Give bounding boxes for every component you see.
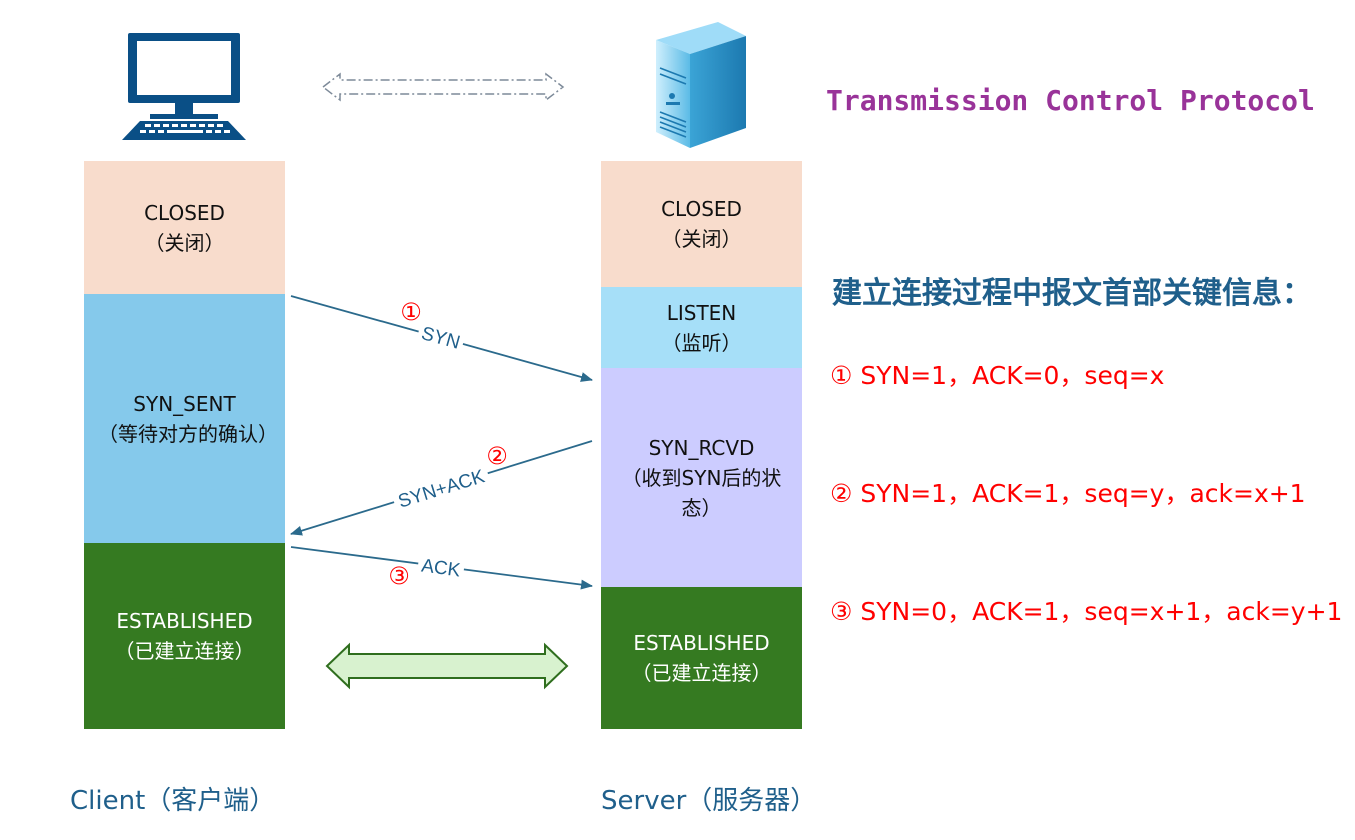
server-listen-desc: （监听） <box>661 330 742 355</box>
syn-ack-step-number: ② <box>486 442 508 470</box>
desktop-computer-icon <box>122 33 246 140</box>
key-info-text-1: SYN=1，ACK=0，seq=x <box>860 361 1165 390</box>
client-established-name: ESTABLISHED <box>116 609 253 633</box>
connection-link-arrow <box>321 72 565 102</box>
key-info-line-3: ③ SYN=0，ACK=1，seq=x+1，ack=y+1 <box>830 592 1342 628</box>
page-title: Transmission Control Protocol <box>826 84 1315 117</box>
server-state-syn-rcvd: SYN_RCVD （收到SYN后的状态） <box>601 368 802 587</box>
client-syn-sent-desc: （等待对方的确认） <box>98 421 278 446</box>
server-closed-name: CLOSED <box>661 197 742 221</box>
server-listen-name: LISTEN <box>666 300 737 325</box>
client-state-syn-sent: SYN_SENT （等待对方的确认） <box>84 294 285 543</box>
key-info-heading: 建立连接过程中报文首部关键信息： <box>832 276 1312 311</box>
client-state-established: ESTABLISHED （已建立连接） <box>84 543 285 729</box>
client-closed-name: CLOSED <box>144 200 225 225</box>
key-info-text-2: SYN=1，ACK=1，seq=y，ack=x+1 <box>860 479 1306 508</box>
client-established-desc: （已建立连接） <box>114 639 255 663</box>
ack-step-number: ③ <box>388 562 410 590</box>
server-established-desc: （已建立连接） <box>631 661 772 685</box>
server-syn-rcvd-desc: （收到SYN后的状态） <box>621 465 782 520</box>
key-info-line-1: ① SYN=1，ACK=0，seq=x <box>830 356 1164 392</box>
key-info-step-1: ① <box>830 361 853 390</box>
client-closed-desc: （关闭） <box>144 230 225 255</box>
client-caption: Client（客户端） <box>70 786 276 816</box>
key-info-step-3: ③ <box>830 597 853 626</box>
ack-arrow-label: ACK <box>420 556 462 582</box>
tower-server-icon <box>656 22 746 148</box>
client-syn-sent-name: SYN_SENT <box>133 391 236 416</box>
server-state-established: ESTABLISHED （已建立连接） <box>601 587 802 729</box>
syn-step-number: ① <box>400 298 422 326</box>
key-info-text-3: SYN=0，ACK=1，seq=x+1，ack=y+1 <box>860 597 1343 626</box>
key-info-line-2: ② SYN=1，ACK=1，seq=y，ack=x+1 <box>830 474 1306 510</box>
syn-ack-arrow-label: SYN+ACK <box>396 466 488 513</box>
server-closed-desc: （关闭） <box>661 227 742 251</box>
client-state-closed: CLOSED （关闭） <box>84 161 285 294</box>
syn-arrow-label: SYN <box>419 323 462 354</box>
server-established-name: ESTABLISHED <box>633 631 770 655</box>
server-state-closed: CLOSED （关闭） <box>601 161 802 287</box>
established-double-arrow <box>325 642 569 690</box>
server-syn-rcvd-name: SYN_RCVD <box>648 435 755 460</box>
server-state-listen: LISTEN （监听） <box>601 287 802 368</box>
server-caption: Server（服务器） <box>601 786 817 816</box>
key-info-step-2: ② <box>830 479 853 508</box>
